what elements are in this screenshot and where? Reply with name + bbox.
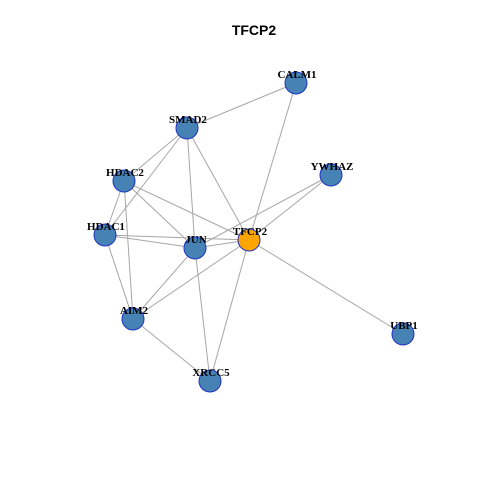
edge-aim2-xrcc5 [132,318,211,382]
node-label-ywhaz: YWHAZ [311,161,354,173]
node-xrcc5 [198,369,222,393]
node-label-hdac2: HDAC2 [106,167,144,179]
node-label-calm1: CALM1 [277,69,316,81]
edge-hdac1-jun [104,234,196,249]
edge-tfcp2-xrcc5 [209,239,250,382]
edge-hdac2-jun [123,180,196,249]
graph-title: TFCP2 [232,22,277,38]
edge-tfcp2-aim2 [132,239,250,320]
nodes-layer [93,71,415,393]
edge-jun-aim2 [132,247,196,320]
node-smad2 [175,116,199,140]
edge-calm1-tfcp2 [248,82,297,241]
node-label-ubp1: UBP1 [390,320,418,332]
node-label-aim2: AIM2 [120,305,149,317]
node-ywhaz [319,163,343,187]
node-hdac1 [93,223,117,247]
edge-hdac2-tfcp2 [123,180,250,241]
node-tfcp2 [237,228,261,252]
edge-smad2-hdac2 [123,127,188,182]
edge-smad2-jun [186,127,196,249]
node-label-hdac1: HDAC1 [87,221,125,233]
node-label-smad2: SMAD2 [169,114,207,126]
node-ubp1 [391,322,415,346]
node-calm1 [284,71,308,95]
edge-smad2-tfcp2 [186,127,250,241]
edge-tfcp2-ubp1 [248,239,404,335]
edge-calm1-smad2 [186,82,297,129]
node-aim2 [121,307,145,331]
edge-ywhaz-tfcp2 [248,174,332,241]
node-label-jun: JUN [185,234,206,246]
edge-jun-xrcc5 [194,247,211,382]
edge-hdac1-aim2 [104,234,134,320]
node-jun [183,236,207,260]
node-label-xrcc5: XRCC5 [192,367,230,379]
edge-ywhaz-jun [194,174,332,249]
node-hdac2 [112,169,136,193]
node-label-tfcp2: TFCP2 [233,226,268,238]
edge-hdac1-tfcp2 [104,234,250,241]
edge-hdac2-aim2 [123,180,134,320]
edge-smad2-hdac1 [104,127,188,236]
